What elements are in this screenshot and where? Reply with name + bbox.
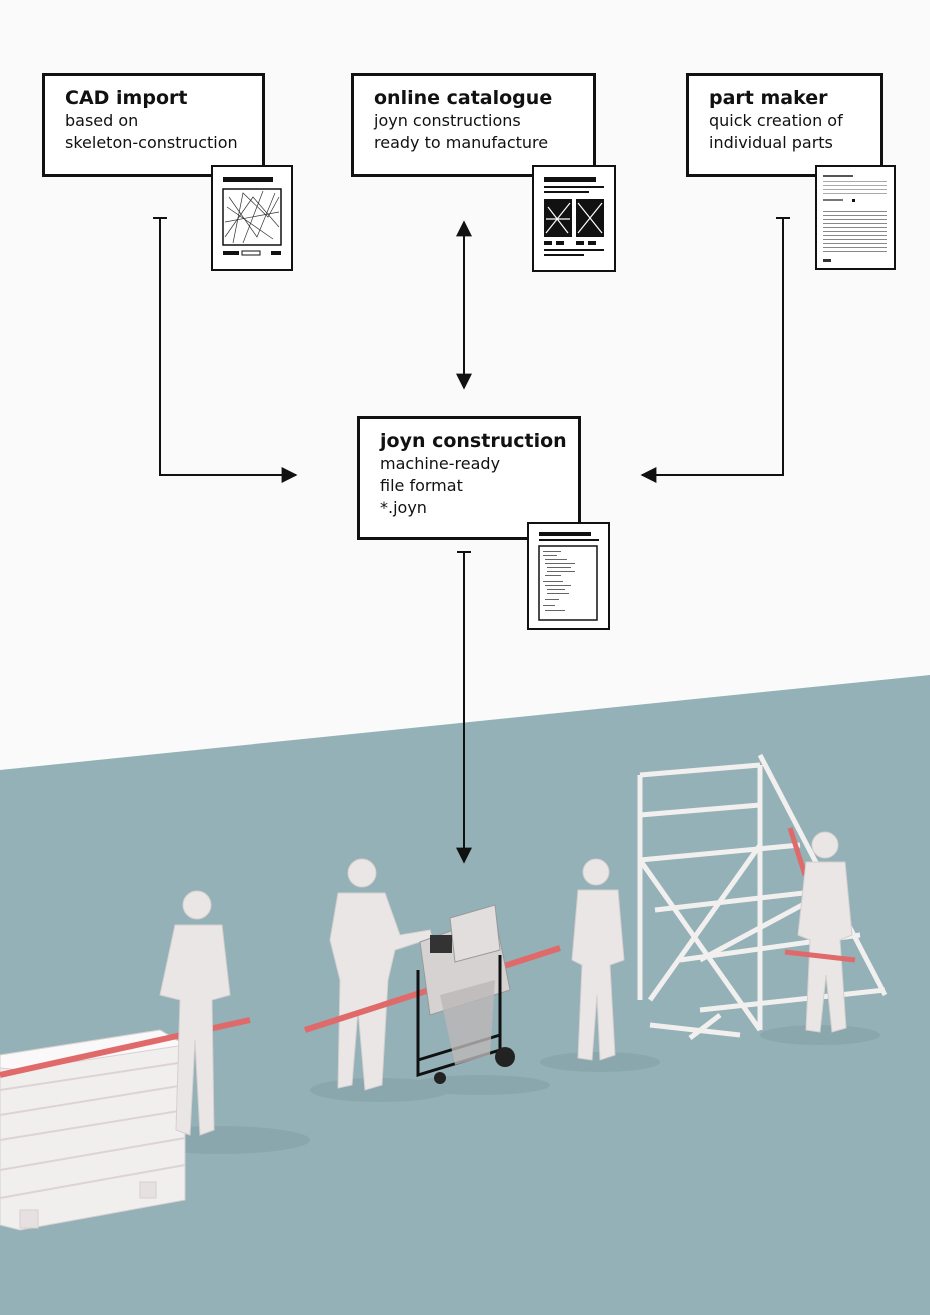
box-line: joyn constructions [374,111,521,130]
code-file-document-icon [527,522,610,630]
box-line: ready to manufacture [374,133,549,152]
figure-worker-right [797,831,853,1033]
box-title: joyn construction [380,430,567,452]
online-catalogue-box: online catalogue joyn constructions read… [351,73,596,177]
box-line: based on [65,111,139,130]
arrow-cad-to-joyn [159,218,298,483]
part-maker-box: part maker quick creation of individual … [686,73,883,177]
parts-table-document-icon [815,165,896,270]
joyn-construction-box: joyn construction machine-ready file for… [357,416,581,540]
figure-operator [329,858,433,1091]
joyn-machine [304,904,561,1084]
box-line: machine-ready [380,454,501,473]
timber-stack [0,1017,251,1231]
box-line: individual parts [709,133,833,152]
box-title: CAD import [65,87,188,109]
arrow-partmaker-to-joyn [640,218,784,483]
box-title: online catalogue [374,87,553,109]
figure-worker-left [159,890,231,1136]
cad-drawing-document-icon [211,165,293,271]
figure-worker-center [571,858,625,1061]
box-line: quick creation of [709,111,843,130]
box-line: file format [380,476,463,495]
box-line: skeleton-construction [65,133,238,152]
box-line: *.joyn [380,498,427,517]
catalogue-page-document-icon [532,165,616,272]
cad-import-box: CAD import based on skeleton-constructio… [42,73,265,177]
box-title: part maker [709,87,828,109]
